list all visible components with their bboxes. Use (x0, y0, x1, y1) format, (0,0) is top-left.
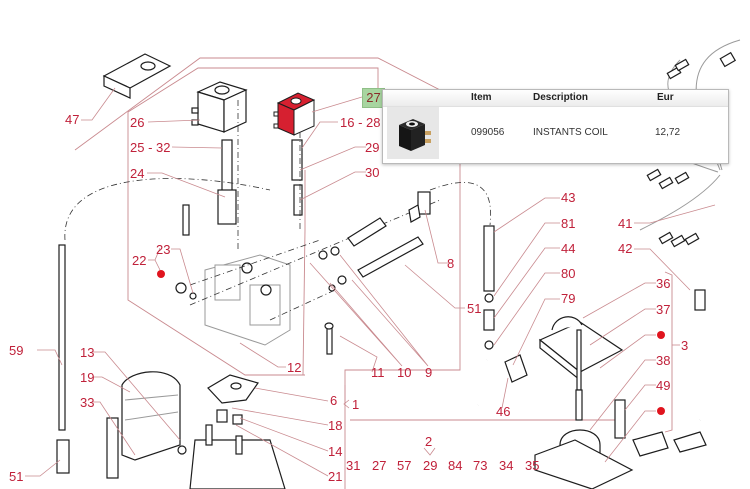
item-number: 099056 (471, 127, 505, 138)
item-description: INSTANTS COIL (533, 127, 608, 138)
callout-23[interactable]: 23 (156, 242, 170, 257)
callout-18[interactable]: 18 (328, 418, 342, 433)
callout-47[interactable]: 47 (65, 112, 79, 127)
part-26-coil[interactable] (191, 81, 248, 133)
callout-25-32[interactable]: 25 - 32 (130, 140, 170, 155)
callout-bottom-29[interactable]: 29 (423, 458, 437, 473)
callout-labels: 47 26 25 - 32 24 16 - 28 29 30 22 23 12 … (9, 112, 688, 484)
callout-59[interactable]: 59 (9, 343, 23, 358)
callout-16-28[interactable]: 16 - 28 (340, 115, 380, 130)
left-tubes (56, 178, 271, 479)
callout-27-highlighted[interactable]: 27 (362, 88, 385, 108)
callout-79[interactable]: 79 (561, 291, 575, 306)
part-27-coil-highlighted[interactable] (273, 92, 316, 136)
valve-block (175, 199, 441, 346)
part-info-popup: Item Description Eur 099056 INSTANTS COI… (382, 89, 729, 164)
callout-2[interactable]: 2 (425, 434, 432, 449)
red-dot-markers (157, 270, 665, 415)
callout-12[interactable]: 12 (287, 360, 301, 375)
header-description: Description (533, 92, 589, 103)
leader-lines (25, 87, 716, 477)
header-item: Item (471, 92, 492, 103)
callout-80[interactable]: 80 (561, 266, 575, 281)
callout-43[interactable]: 43 (561, 190, 575, 205)
part-19-tank[interactable] (121, 371, 187, 461)
callout-49[interactable]: 49 (656, 378, 670, 393)
callout-6[interactable]: 6 (330, 393, 337, 408)
callout-9[interactable]: 9 (425, 365, 432, 380)
callout-33[interactable]: 33 (80, 395, 94, 410)
callout-19[interactable]: 19 (80, 370, 94, 385)
callout-81[interactable]: 81 (561, 216, 575, 231)
popup-header-row: Item Description Eur (383, 90, 728, 107)
boiler-parts (189, 374, 286, 489)
callout-1[interactable]: 1 (352, 397, 359, 412)
header-price: Eur (657, 92, 674, 103)
float-housing (534, 316, 707, 489)
callout-bottom-84[interactable]: 84 (448, 458, 462, 473)
callout-51-middle[interactable]: 51 (467, 301, 481, 316)
callout-14[interactable]: 14 (328, 444, 342, 459)
callout-36[interactable]: 36 (656, 276, 670, 291)
callout-27-label: 27 (366, 90, 381, 105)
callout-29-top[interactable]: 29 (365, 140, 379, 155)
valve-stems (182, 100, 303, 250)
right-tube-column (429, 182, 528, 406)
callout-11[interactable]: 11 (371, 365, 385, 380)
callout-21[interactable]: 21 (328, 469, 342, 484)
middle-tubes (318, 191, 431, 355)
callout-bottom-27[interactable]: 27 (372, 458, 386, 473)
callout-30[interactable]: 30 (365, 165, 379, 180)
callout-37[interactable]: 37 (656, 302, 670, 317)
callout-41[interactable]: 41 (618, 216, 632, 231)
callout-44[interactable]: 44 (561, 241, 575, 256)
callout-13[interactable]: 13 (80, 345, 94, 360)
callout-46[interactable]: 46 (496, 404, 510, 419)
callout-51-left[interactable]: 51 (9, 469, 23, 484)
callout-42[interactable]: 42 (618, 241, 632, 256)
callout-24[interactable]: 24 (130, 166, 144, 181)
callout-26[interactable]: 26 (130, 115, 144, 130)
callout-3[interactable]: 3 (681, 338, 688, 353)
callout-22[interactable]: 22 (132, 253, 146, 268)
part-47-bracket[interactable] (102, 53, 172, 99)
callout-bottom-35[interactable]: 35 (525, 458, 539, 473)
callout-bottom-34[interactable]: 34 (499, 458, 513, 473)
callout-bottom-57[interactable]: 57 (397, 458, 411, 473)
solenoid-coil-photo-icon (387, 107, 439, 159)
callout-38[interactable]: 38 (656, 353, 670, 368)
callout-8[interactable]: 8 (447, 256, 454, 271)
callout-10[interactable]: 10 (397, 365, 411, 380)
item-price: 12,72 (655, 127, 681, 138)
callout-bottom-31[interactable]: 31 (346, 458, 360, 473)
callout-bottom-73[interactable]: 73 (473, 458, 487, 473)
